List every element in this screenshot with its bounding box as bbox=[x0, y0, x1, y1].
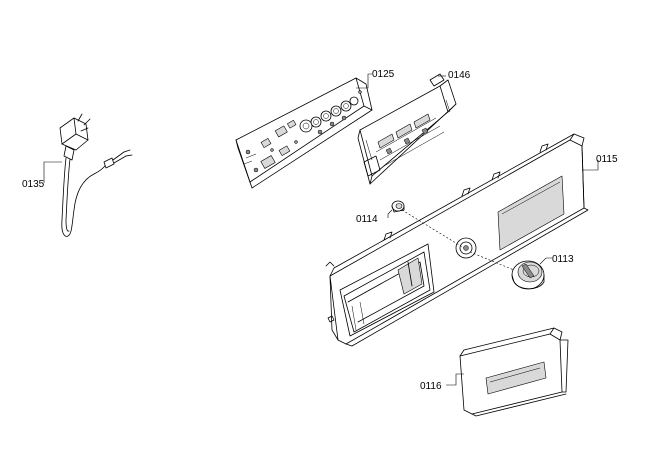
leader-0135 bbox=[43, 161, 62, 183]
leader-0125 bbox=[356, 73, 372, 89]
control-panel-fascia-part bbox=[325, 133, 589, 347]
pcb-component-cluster bbox=[299, 96, 359, 135]
leader-0114 bbox=[387, 209, 393, 218]
leader-0115 bbox=[582, 160, 599, 171]
part-label-0125: 0125 bbox=[372, 69, 395, 80]
leader-0116 bbox=[446, 373, 464, 386]
part-label-0115: 0115 bbox=[596, 154, 618, 165]
leader-0113 bbox=[539, 257, 552, 265]
drawer-cover-part bbox=[459, 327, 569, 417]
pcb-frame-part bbox=[357, 73, 457, 185]
assembly-path-0114 bbox=[401, 209, 465, 249]
part-label-0146: 0146 bbox=[448, 70, 471, 81]
part-label-0114: 0114 bbox=[356, 214, 378, 225]
control-module-pcb-part bbox=[235, 77, 373, 189]
program-knob-part bbox=[511, 260, 545, 290]
indicator-lens-part bbox=[391, 200, 405, 213]
part-label-0116: 0116 bbox=[420, 381, 442, 392]
part-label-0135: 0135 bbox=[22, 179, 45, 190]
part-label-0113: 0113 bbox=[552, 254, 574, 265]
power-cord-part bbox=[59, 113, 133, 237]
